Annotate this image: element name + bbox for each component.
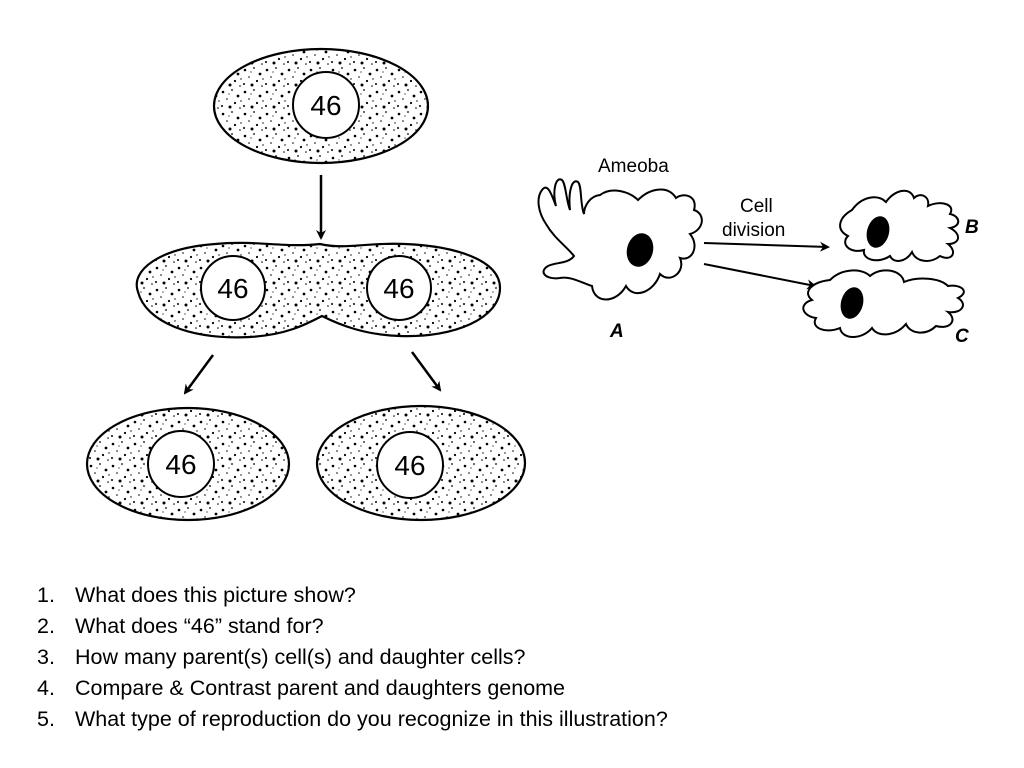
amoeba-title: Ameoba <box>598 156 669 177</box>
daughter-left-chromosome-count: 46 <box>165 449 196 480</box>
amoeba-c-nucleus <box>840 287 864 319</box>
question-text: How many parent(s) cell(s) and daughter … <box>75 645 526 669</box>
question-text: What does this picture show? <box>75 583 356 607</box>
amoeba-a-nucleus <box>626 233 654 267</box>
question-list: 1. What does this picture show? 2. What … <box>37 580 668 735</box>
dividing-left-chromosome-count: 46 <box>217 273 248 304</box>
cell-division-label-line1: Cell <box>740 196 773 217</box>
dividing-cell: 46 46 <box>135 241 502 339</box>
question-number: 2. <box>37 614 55 638</box>
question-item: 1. What does this picture show? <box>37 580 668 611</box>
daughter-cell-left: 46 <box>85 406 291 522</box>
amoeba-label-b: B <box>965 217 979 238</box>
parent-chromosome-count: 46 <box>310 90 341 121</box>
dividing-right-nucleus <box>366 255 432 321</box>
amoeba-diagram: Ameoba A Cell division B C <box>537 156 979 347</box>
question-item: 5. What type of reproduction do you reco… <box>37 704 668 735</box>
parent-cell: 46 <box>212 47 430 165</box>
daughter-right-chromosome-count: 46 <box>394 450 425 481</box>
daughter-left-nucleus <box>147 430 215 498</box>
question-number: 5. <box>37 707 55 731</box>
amoeba-b-nucleus <box>866 216 890 248</box>
dividing-right-chromosome-count: 46 <box>383 273 414 304</box>
amoeba-label-c: C <box>955 326 969 347</box>
question-text: What does “46” stand for? <box>75 614 324 638</box>
question-number: 4. <box>37 676 55 700</box>
cell-division-diagram: 46 46 46 46 46 Ameoba A Cell division B <box>85 47 979 522</box>
arrow-to-b-icon <box>703 241 830 252</box>
amoeba-label-a: A <box>609 321 624 342</box>
cell-division-label-line2: division <box>722 220 785 241</box>
question-item: 3. How many parent(s) cell(s) and daught… <box>37 642 668 673</box>
question-text: What type of reproduction do you recogni… <box>75 707 668 731</box>
question-number: 1. <box>37 583 55 607</box>
question-item: 4. Compare & Contrast parent and daughte… <box>37 673 668 704</box>
question-text: Compare & Contrast parent and daughters … <box>75 676 566 700</box>
daughter-cell-right: 46 <box>315 404 527 522</box>
parent-nucleus <box>292 71 360 139</box>
dividing-left-nucleus <box>200 255 266 321</box>
question-item: 2. What does “46” stand for? <box>37 611 668 642</box>
arrow-to-c-icon <box>703 263 817 290</box>
amoeba-b <box>839 189 960 262</box>
amoeba-c <box>802 269 965 338</box>
daughter-right-nucleus <box>376 431 444 499</box>
arrow-right-down-icon <box>410 351 442 392</box>
question-number: 3. <box>37 645 55 669</box>
arrow-left-down-icon <box>183 354 215 395</box>
amoeba-a <box>537 178 703 301</box>
